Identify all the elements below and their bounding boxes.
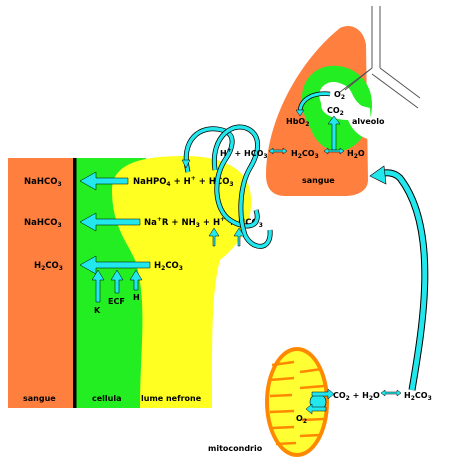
pump-label-h: H bbox=[133, 293, 140, 302]
pump-arrow-k bbox=[91, 269, 105, 303]
left-nahco3-2: NaHCO3 bbox=[24, 218, 62, 229]
left-nahco3-1: NaHCO3 bbox=[24, 177, 62, 188]
pump-arrow-ecf bbox=[110, 269, 124, 294]
lung-hbo2: HbO2 bbox=[286, 117, 309, 128]
airway-lines bbox=[339, 6, 421, 109]
arrow-ion-carbonic bbox=[268, 147, 288, 155]
nephron-h2co3: H2CO3 bbox=[154, 261, 183, 272]
membrane-line bbox=[73, 158, 77, 408]
cell-label: cellula bbox=[92, 394, 122, 403]
mito-h2co3: H2CO3 bbox=[404, 391, 432, 402]
arrow-mito-in bbox=[305, 403, 327, 415]
arrow-mito-out bbox=[311, 388, 335, 400]
arrow-nahpo4-to-blood bbox=[79, 171, 129, 191]
blood-label: sangue bbox=[23, 394, 56, 403]
lung-blood-label: sangue bbox=[302, 176, 335, 185]
arrow-hco3-into-lumen bbox=[233, 227, 245, 247]
arrow-mito-equilibrium bbox=[380, 389, 402, 397]
nephron-eq-phosphate: NaHPO4 + H+ + HCO3 bbox=[133, 175, 234, 188]
nephron-label: lume nefrone bbox=[141, 394, 202, 403]
lung-ion-eq: H+ + HCO3 bbox=[220, 147, 268, 160]
arrow-carbonic-water bbox=[323, 147, 345, 155]
lung-o2: O2 bbox=[334, 90, 345, 101]
pump-label-k: K bbox=[94, 306, 101, 315]
alveolus-label: alveolo bbox=[352, 117, 385, 126]
mitochondrion-cristae bbox=[269, 360, 325, 446]
blood-region bbox=[8, 158, 76, 408]
pump-arrow-h bbox=[129, 269, 143, 291]
lung-co2: CO2 bbox=[327, 106, 344, 117]
arrow-h2co3-to-blood bbox=[79, 255, 151, 275]
arrow-h-into-lumen bbox=[208, 227, 220, 247]
lung-h2co3: H2CO3 bbox=[291, 149, 319, 160]
alveolus-white bbox=[319, 81, 372, 140]
mito-o2: O2 bbox=[296, 414, 307, 425]
arrow-co2-up bbox=[327, 115, 341, 151]
lung-h2o: H2O bbox=[347, 149, 365, 160]
mito-label: mitocondrio bbox=[208, 444, 263, 453]
left-h2co3: H2CO3 bbox=[34, 261, 63, 272]
pump-label-ecf: ECF bbox=[108, 297, 125, 306]
nephron-lumen bbox=[112, 156, 252, 408]
mito-eq-left: CO2 + H2O bbox=[333, 391, 380, 402]
arrow-nar-to-blood bbox=[79, 212, 141, 232]
